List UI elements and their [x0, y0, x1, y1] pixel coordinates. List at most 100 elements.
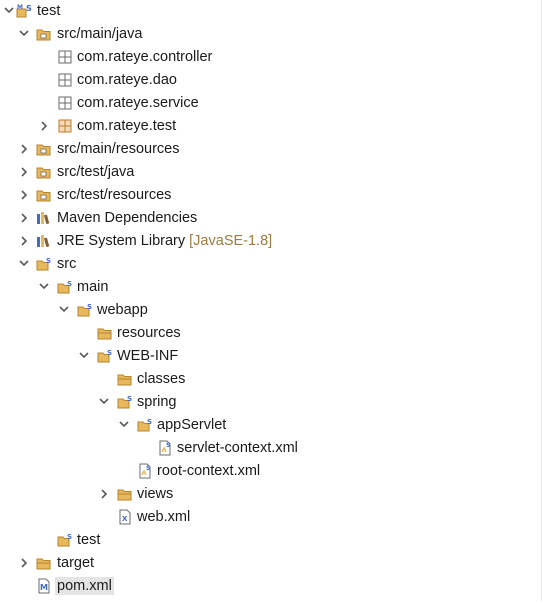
tree-item-jre-system-library[interactable]: JRE System Library [JavaSE-1.8] — [0, 230, 542, 253]
maven-folder-icon: S — [97, 348, 113, 364]
tree-item-classes[interactable]: classes — [0, 368, 542, 391]
svg-text:S: S — [147, 418, 152, 426]
tree-item-label: root-context.xml — [157, 463, 261, 479]
chevron-down-icon[interactable] — [3, 4, 15, 18]
tree-item-label: com.rateye.test — [77, 118, 177, 134]
svg-text:S: S — [67, 533, 72, 541]
tree-item-src-main-resources[interactable]: src/main/resources — [0, 138, 542, 161]
tree-item-label: src/test/java — [57, 164, 135, 180]
tree-item-label: pom.xml — [55, 577, 114, 595]
tree-item-src-test-java[interactable]: src/test/java — [0, 161, 542, 184]
tree-item-label: appServlet — [157, 417, 227, 433]
xml-file-icon: X — [117, 509, 133, 525]
tree-item-webapp[interactable]: S webapp — [0, 299, 542, 322]
tree-item-spring[interactable]: S spring — [0, 391, 542, 414]
chevron-right-icon[interactable] — [18, 234, 30, 248]
tree-item-label: src/main/resources — [57, 141, 180, 157]
tree-item-pom-xml[interactable]: M pom.xml — [0, 575, 542, 598]
maven-project-icon: M S — [16, 3, 32, 19]
tree-item-maven-dependencies[interactable]: Maven Dependencies — [0, 207, 542, 230]
tree-item-src[interactable]: S src — [0, 253, 542, 276]
tree-item-package-dao[interactable]: com.rateye.dao — [0, 69, 542, 92]
pom-file-icon: M — [36, 578, 52, 594]
chevron-right-icon[interactable] — [38, 119, 50, 133]
chevron-right-icon[interactable] — [18, 188, 30, 202]
package-icon — [57, 72, 73, 88]
maven-folder-icon: S — [57, 279, 73, 295]
tree-item-package-test[interactable]: com.rateye.test — [0, 115, 542, 138]
tree-item-label: Maven Dependencies — [57, 210, 198, 226]
library-icon — [36, 210, 52, 226]
tree-item-label: JRE System Library [JavaSE-1.8] — [57, 232, 272, 250]
tree-item-web-xml[interactable]: X web.xml — [0, 506, 542, 529]
maven-folder-icon: S — [117, 394, 133, 410]
tree-item-label: src/test/resources — [57, 187, 172, 203]
folder-icon — [117, 486, 133, 502]
chevron-right-icon[interactable] — [18, 211, 30, 225]
chevron-down-icon[interactable] — [98, 395, 110, 409]
svg-text:S: S — [127, 395, 132, 403]
tree-item-label: web.xml — [137, 509, 191, 525]
spring-xml-file-icon: S — [157, 440, 173, 456]
maven-folder-icon: S — [36, 256, 52, 272]
chevron-down-icon[interactable] — [58, 303, 70, 317]
chevron-down-icon[interactable] — [118, 418, 130, 432]
svg-text:M: M — [17, 4, 23, 11]
svg-text:S: S — [67, 280, 72, 288]
tree-item-label: src — [57, 256, 77, 272]
tree-item-src-test-resources[interactable]: src/test/resources — [0, 184, 542, 207]
svg-text:S: S — [107, 349, 112, 357]
tree-item-src-test[interactable]: S test — [0, 529, 542, 552]
source-folder-icon — [36, 141, 52, 157]
tree-item-appservlet[interactable]: S appServlet — [0, 414, 542, 437]
chevron-down-icon[interactable] — [18, 27, 30, 41]
tree-item-target[interactable]: target — [0, 552, 542, 575]
tree-item-label: src/main/java — [57, 26, 143, 42]
tree-item-package-controller[interactable]: com.rateye.controller — [0, 46, 542, 69]
chevron-right-icon[interactable] — [18, 556, 30, 570]
folder-icon — [97, 325, 113, 341]
svg-text:S: S — [166, 442, 170, 449]
tree-item-label: servlet-context.xml — [177, 440, 298, 456]
svg-text:S: S — [87, 303, 92, 311]
maven-folder-icon: S — [57, 532, 73, 548]
library-icon — [36, 233, 52, 249]
source-folder-icon — [36, 164, 52, 180]
chevron-right-icon[interactable] — [98, 487, 110, 501]
tree-item-resources[interactable]: resources — [0, 322, 542, 345]
tree-item-label: target — [57, 555, 95, 571]
tree-item-web-inf[interactable]: S WEB-INF — [0, 345, 542, 368]
tree-item-project-test[interactable]: M S test — [0, 0, 542, 23]
source-folder-icon — [36, 187, 52, 203]
svg-text:X: X — [122, 515, 128, 523]
tree-item-label: spring — [137, 394, 177, 410]
tree-item-views[interactable]: views — [0, 483, 542, 506]
tree-item-src-main-java[interactable]: src/main/java — [0, 23, 542, 46]
package-icon — [57, 95, 73, 111]
chevron-down-icon[interactable] — [78, 349, 90, 363]
svg-text:M: M — [40, 583, 48, 592]
spring-xml-file-icon: S — [137, 463, 153, 479]
tree-item-label: resources — [117, 325, 181, 341]
tree-item-label: webapp — [97, 302, 148, 318]
folder-icon — [36, 555, 52, 571]
package-icon — [57, 49, 73, 65]
folder-icon — [117, 371, 133, 387]
package-icon — [57, 118, 73, 134]
chevron-right-icon[interactable] — [18, 165, 30, 179]
tree-item-servlet-context-xml[interactable]: S servlet-context.xml — [0, 437, 542, 460]
chevron-right-icon[interactable] — [18, 142, 30, 156]
chevron-down-icon[interactable] — [38, 280, 50, 294]
maven-folder-icon: S — [77, 302, 93, 318]
tree-item-label: WEB-INF — [117, 348, 179, 364]
tree-item-package-service[interactable]: com.rateye.service — [0, 92, 542, 115]
chevron-down-icon[interactable] — [18, 257, 30, 271]
maven-folder-icon: S — [137, 417, 153, 433]
tree-item-main[interactable]: S main — [0, 276, 542, 299]
svg-text:S: S — [26, 4, 32, 13]
tree-item-root-context-xml[interactable]: S root-context.xml — [0, 460, 542, 483]
tree-item-label: com.rateye.dao — [77, 72, 177, 88]
svg-text:S: S — [46, 257, 51, 265]
tree-item-name: JRE System Library — [57, 233, 186, 249]
